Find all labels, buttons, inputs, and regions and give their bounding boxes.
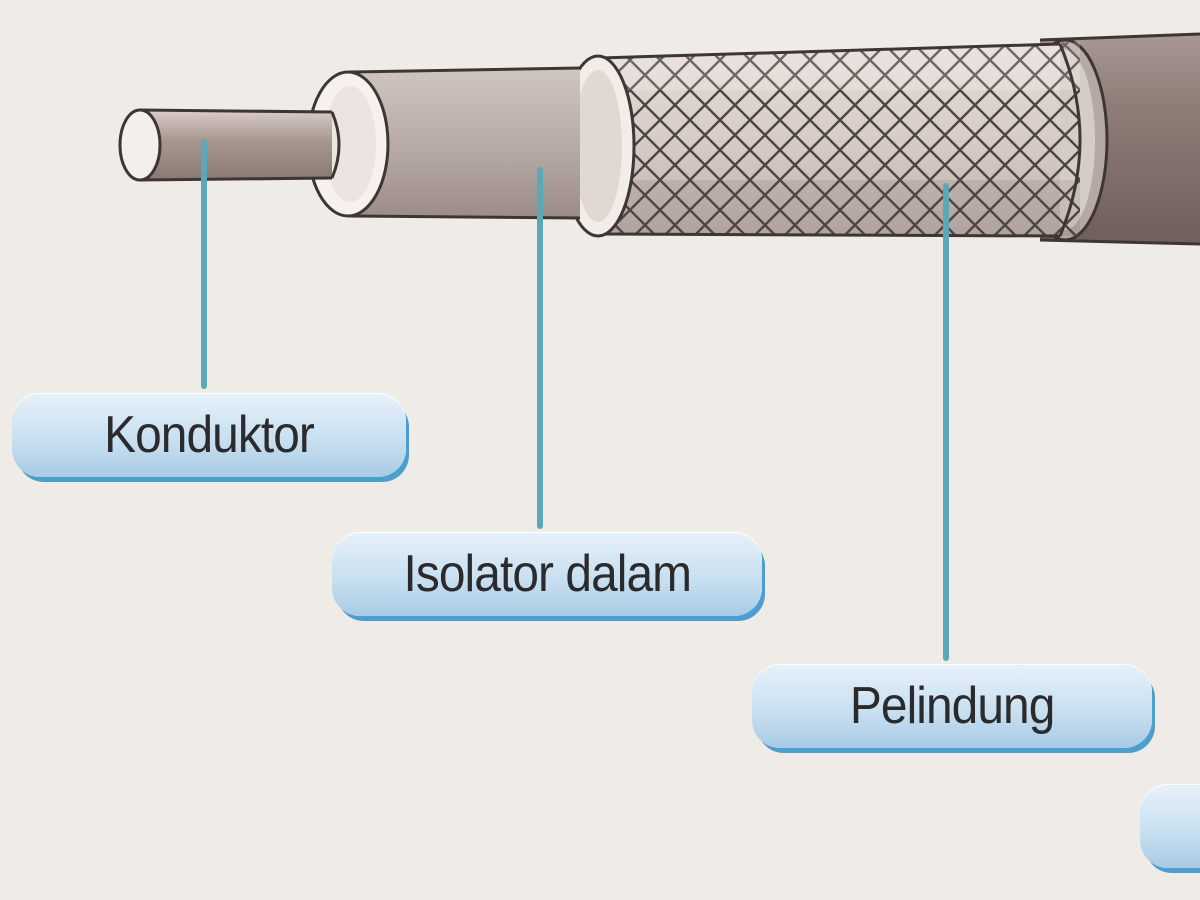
label-isolator-dalam: Isolator dalam xyxy=(332,532,762,616)
label-konduktor-text: Konduktor xyxy=(104,406,315,464)
label-cut-off xyxy=(1140,784,1200,868)
label-pelindung-text: Pelindung xyxy=(849,677,1055,735)
braided-shield xyxy=(560,42,1082,238)
inner-insulator xyxy=(306,66,581,220)
leader-lines xyxy=(201,139,949,661)
label-konduktor: Konduktor xyxy=(12,393,406,477)
label-isolator-dalam-text: Isolator dalam xyxy=(403,545,692,603)
label-pelindung: Pelindung xyxy=(752,664,1152,748)
center-conductor xyxy=(118,108,341,182)
